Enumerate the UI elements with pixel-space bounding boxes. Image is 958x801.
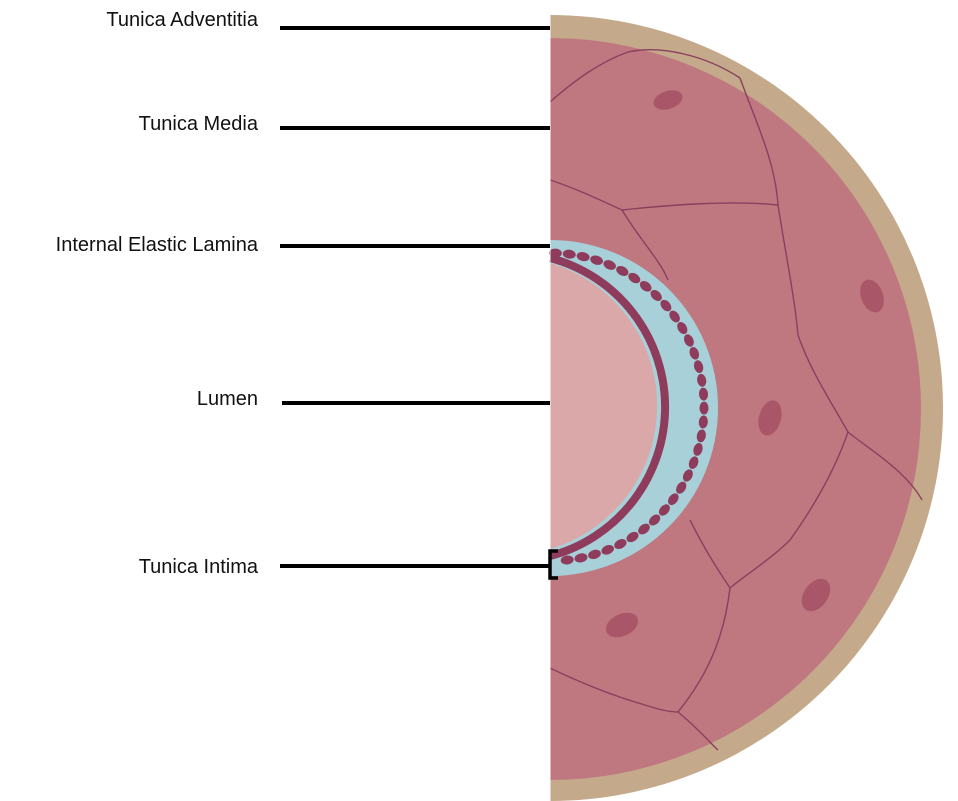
- endothelial-cell: [699, 402, 708, 415]
- leader-lines: [280, 28, 550, 566]
- label-tunica-media: Tunica Media: [139, 112, 258, 136]
- label-tunica-intima: Tunica Intima: [139, 555, 258, 579]
- label-tunica-adventitia: Tunica Adventitia: [106, 8, 258, 32]
- label-lumen: Lumen: [197, 387, 258, 411]
- label-internal-elastic-lamina: Internal Elastic Lamina: [56, 233, 258, 257]
